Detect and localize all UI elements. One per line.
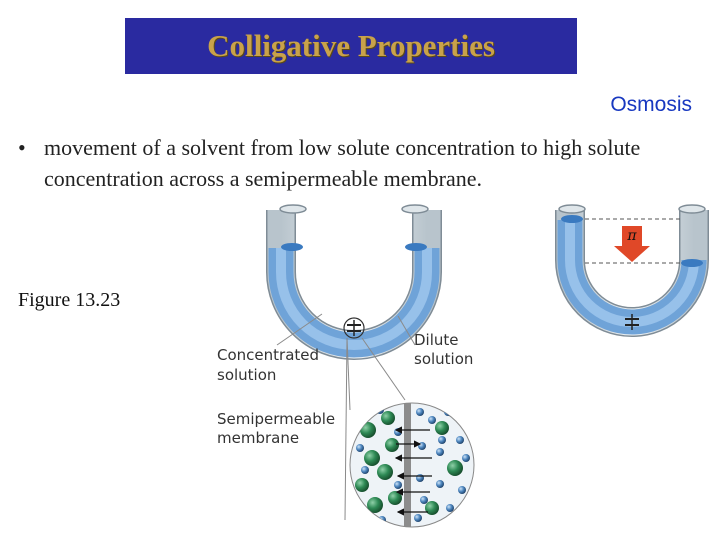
- membrane-wall: [404, 403, 411, 527]
- figure-label: Figure 13.23: [18, 289, 121, 311]
- label-dilute-line1: Dilute: [414, 331, 459, 349]
- leader-lines: [276, 313, 416, 521]
- label-dilute-line2: solution: [414, 350, 473, 368]
- bullet-dot: •: [18, 135, 26, 160]
- bullet-point: • movement of a solvent from low solute …: [18, 132, 698, 194]
- pressure-symbol: π: [626, 228, 637, 244]
- rising-meniscus: [561, 215, 583, 223]
- label-membrane-line1: Semipermeable: [217, 410, 335, 428]
- right-meniscus: [405, 243, 427, 251]
- title-banner: Colligative Properties: [125, 18, 577, 74]
- label-concentrated-line2: solution: [217, 366, 276, 384]
- slide-title: Colligative Properties: [207, 28, 495, 63]
- membrane-marker-final: [625, 314, 639, 330]
- membrane-marker: [343, 317, 365, 339]
- slide-subtitle: Osmosis: [610, 93, 692, 116]
- falling-meniscus: [681, 259, 703, 267]
- magnified-view: [349, 402, 475, 528]
- u-tube-initial: [266, 204, 442, 360]
- label-concentrated-line1: Concentrated: [217, 346, 319, 364]
- bullet-text: movement of a solvent from low solute co…: [44, 135, 641, 191]
- left-meniscus: [281, 243, 303, 251]
- label-membrane-line2: membrane: [217, 429, 299, 447]
- solvent-flow-arrows: [394, 426, 432, 516]
- u-tube-final: π: [555, 204, 709, 337]
- osmotic-pressure-arrow: π: [614, 226, 650, 262]
